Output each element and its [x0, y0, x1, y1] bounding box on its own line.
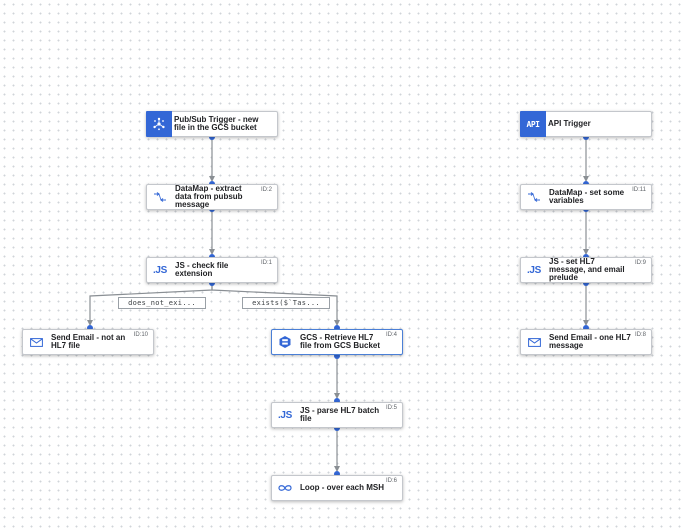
node-api-trigger[interactable]: API API Trigger [520, 111, 652, 137]
node-title: Pub/Sub Trigger - new file in the GCS bu… [174, 115, 259, 132]
node-js-5[interactable]: .JS JS - parse HL7 batch file ID:5 [271, 402, 403, 428]
js-icon: .JS [526, 264, 542, 276]
node-id: ID:8 [634, 332, 646, 338]
node-id: ID:10 [133, 332, 148, 338]
mail-icon [23, 330, 49, 354]
node-title: JS - check file extension [175, 261, 229, 278]
node-datamap-11[interactable]: DataMap - set some variables ID:11 [520, 184, 652, 210]
edge-label-not-exists[interactable]: does_not_exi... [118, 297, 206, 309]
node-id: ID:1 [260, 260, 272, 266]
node-title: JS - parse HL7 batch file [300, 406, 380, 423]
node-id: ID:4 [385, 332, 397, 338]
node-loop-6[interactable]: Loop - over each MSH ID:6 [271, 475, 403, 501]
pubsub-icon [146, 111, 172, 137]
node-id: ID:9 [634, 260, 646, 266]
node-title: Send Email - not an HL7 file [51, 333, 126, 350]
node-title: JS - set HL7 message, and email prelude [549, 257, 625, 282]
datamap-icon [147, 185, 173, 209]
node-email-8[interactable]: Send Email - one HL7 message ID:8 [520, 329, 652, 355]
node-title: API Trigger [548, 119, 591, 128]
node-js-1[interactable]: .JS JS - check file extension ID:1 [146, 257, 278, 283]
node-title: Send Email - one HL7 message [549, 333, 631, 350]
node-js-9[interactable]: .JS JS - set HL7 message, and email prel… [520, 257, 652, 283]
mail-icon [521, 330, 547, 354]
api-icon: API [520, 111, 546, 137]
node-email-10[interactable]: Send Email - not an HL7 file ID:10 [22, 329, 154, 355]
node-gcs-4[interactable]: GCS - Retrieve HL7 file from GCS Bucket … [271, 329, 403, 355]
node-title: GCS - Retrieve HL7 file from GCS Bucket [300, 333, 381, 350]
node-id: ID:5 [385, 405, 397, 411]
node-title: Loop - over each MSH [300, 483, 385, 492]
node-datamap-2[interactable]: DataMap - extract data from pubsub messa… [146, 184, 278, 210]
edge-js1-to-gcs4 [211, 283, 340, 326]
node-title: DataMap - set some variables [549, 188, 625, 205]
datamap-icon [521, 185, 547, 209]
node-pubsub-trigger[interactable]: Pub/Sub Trigger - new file in the GCS bu… [146, 111, 278, 137]
gcs-icon [272, 330, 298, 354]
loop-icon [272, 476, 298, 500]
js-icon: .JS [152, 264, 168, 276]
js-icon: .JS [277, 409, 293, 421]
node-id: ID:11 [632, 187, 646, 193]
edge-label-exists[interactable]: exists($`Tas... [242, 297, 330, 309]
node-id: ID:2 [260, 187, 272, 193]
node-title: DataMap - extract data from pubsub messa… [175, 184, 243, 209]
node-id: ID:6 [385, 478, 397, 484]
